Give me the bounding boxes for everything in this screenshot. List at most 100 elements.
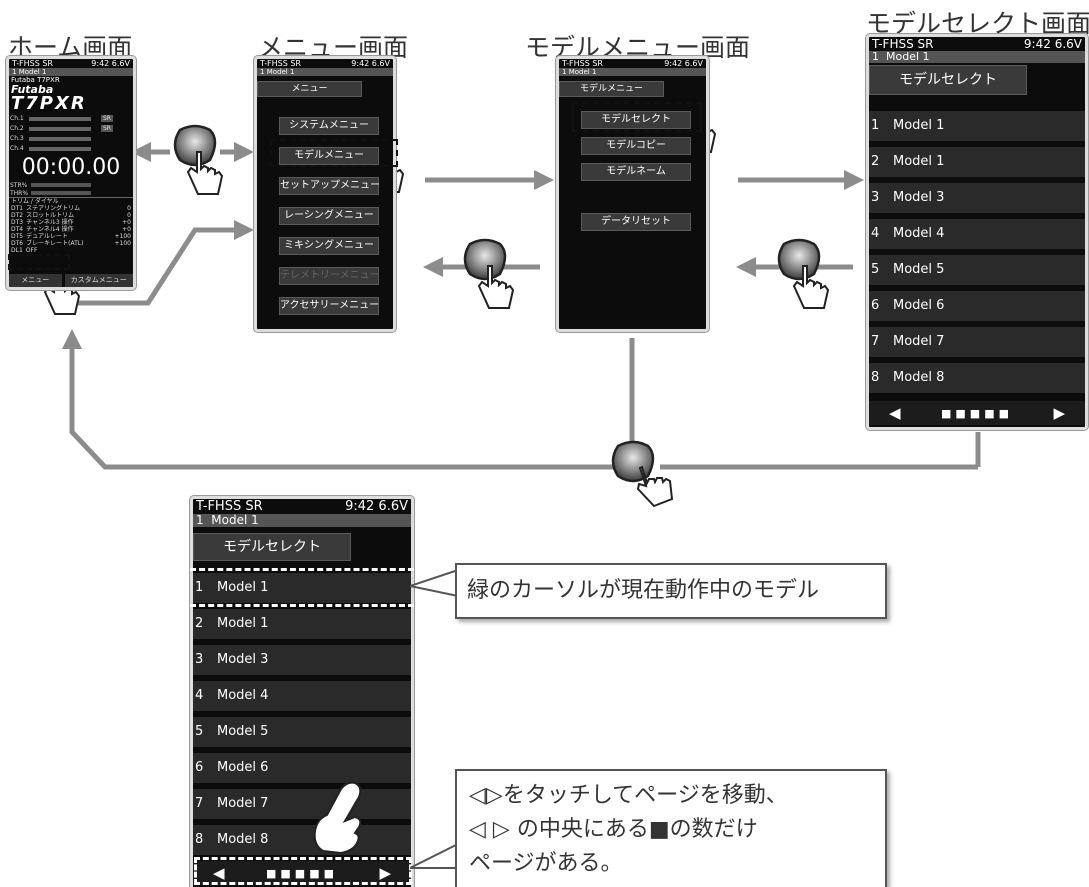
model-select-highlight	[572, 102, 702, 132]
touch-button-1	[173, 124, 217, 167]
next-page-button[interactable]: ▶	[379, 864, 391, 882]
model-bar: 1 Model 1	[559, 68, 706, 76]
model-bar: 1 Model 1	[9, 68, 133, 76]
channel-bars: Ch.1 Ch.2 Ch.3 Ch.4 SR SR	[10, 115, 113, 152]
model-bar: 1 Model 1	[257, 68, 393, 76]
model-bar: 1 Model 1	[193, 514, 411, 527]
custom-menu-button[interactable]: カスタムメニュー	[64, 274, 133, 287]
arrow-loop-to-home	[62, 329, 635, 470]
touch-button-4	[611, 440, 655, 483]
model-menu-item-copy[interactable]: モデルコピー	[581, 137, 691, 155]
timer: 00:00.00	[21, 155, 121, 180]
str-thr-bars: STR% THR%	[9, 181, 133, 197]
callout-page-nav-line1: ◁▷をタッチしてページを移動、	[469, 783, 788, 808]
page-nav: ◀ ■■■■■ ▶	[869, 401, 1085, 425]
callout-page-nav-line2: ◁ ▷ の中央にある■の数だけ	[469, 817, 758, 842]
futaba-logo: Futaba	[11, 83, 54, 96]
clock: 9:42	[91, 59, 110, 68]
callout-current-model: 緑のカーソルが現在動作中のモデル	[455, 563, 887, 619]
model-menu-item-reset[interactable]: データリセット	[581, 213, 691, 231]
touch-button-2	[463, 238, 507, 281]
heading-model-select: モデルセレクト画面	[866, 9, 1089, 38]
menu-item-system[interactable]: システムメニュー	[279, 117, 379, 135]
menu-item-model[interactable]: モデルメニュー	[279, 147, 379, 165]
cursor-highlight-bottom	[190, 604, 414, 607]
menu-item-mixing[interactable]: ミキシングメニュー	[279, 237, 379, 255]
model-menu-highlight	[270, 139, 398, 167]
menu-button[interactable]: メニュー	[9, 274, 62, 287]
menu-title: メニュー	[257, 81, 362, 97]
hand-icon-3	[792, 265, 830, 309]
menu-item-racing[interactable]: レーシングメニュー	[279, 207, 379, 225]
voltage: 6.6V	[111, 59, 130, 68]
prev-page-button[interactable]: ◀	[213, 864, 225, 882]
hand-icon-4	[636, 465, 674, 508]
touch-button-3	[777, 238, 821, 281]
brand-small: Futaba T7PXR	[11, 76, 60, 84]
page-dots: ■■■■■	[266, 866, 338, 880]
prev-page-button[interactable]: ◀	[889, 404, 901, 422]
callout-page-nav-line3: ページがある。	[469, 851, 623, 876]
menu-button-highlight	[8, 254, 70, 270]
select-title: モデルセレクト	[193, 533, 351, 561]
model-menu-item-name[interactable]: モデルネーム	[581, 163, 691, 181]
hand-icon-2	[477, 265, 515, 309]
menu-item-accessory[interactable]: アクセサリーメニュー	[279, 297, 379, 315]
page-nav-highlight	[194, 857, 412, 885]
system-label: T-FHSS SR	[12, 59, 53, 68]
hand-icon-detail	[313, 781, 362, 855]
arrow-homebutton-to-menu	[72, 220, 254, 306]
home-screen: T-FHSS SR 9:42 6.6V 1 Model 1 Futaba T7P…	[6, 56, 136, 290]
product-logo: T7PXR	[11, 93, 87, 114]
next-page-button[interactable]: ▶	[1053, 404, 1065, 422]
menu-item-setup[interactable]: セットアップメニュー	[279, 177, 380, 195]
hand-icon-1	[186, 151, 224, 195]
page-nav: ◀ ■■■■■ ▶	[193, 861, 411, 885]
menu-item-telemetry[interactable]: テレメトリーメニュー	[279, 267, 380, 285]
model-bar: 1 Model 1	[869, 51, 1085, 63]
model-menu-item-select[interactable]: モデルセレクト	[581, 111, 691, 129]
page-dots: ■■■■■	[941, 406, 1013, 420]
callout-page-nav: ◁▷をタッチしてページを移動、 ◁ ▷ の中央にある■の数だけ ページがある。	[455, 769, 887, 887]
model-menu-title: モデルメニュー	[559, 81, 664, 97]
cursor-highlight-top	[190, 568, 414, 571]
select-title: モデルセレクト	[869, 65, 1027, 95]
callout-current-model-text: 緑のカーソルが現在動作中のモデル	[467, 578, 820, 603]
trim-title: トリム / ダイヤル	[9, 197, 133, 205]
home-bottom-bar: メニュー カスタムメニュー	[9, 274, 133, 287]
status-bar: T-FHSS SR 9:42 6.6V	[9, 59, 133, 68]
